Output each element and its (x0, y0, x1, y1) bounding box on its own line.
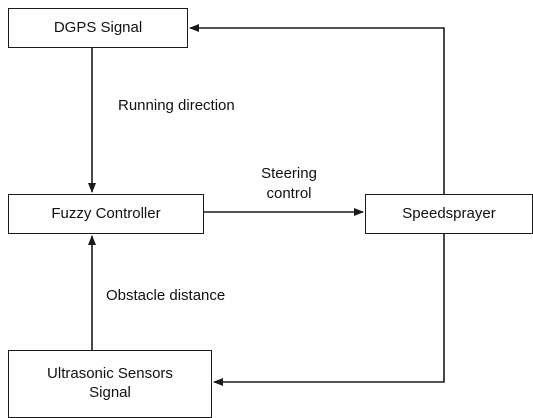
arrow-speedsprayer-to-dgps (189, 24, 445, 194)
ultrasonic-sensors-box: Ultrasonic Sensors Signal (8, 350, 212, 418)
dgps-signal-label: DGPS Signal (53, 18, 143, 36)
speedsprayer-label: Speedsprayer (402, 204, 496, 222)
running-direction-label: Running direction (118, 97, 235, 114)
fuzzy-controller-label: Fuzzy Controller (51, 204, 161, 222)
obstacle-distance-label: Obstacle distance (106, 287, 226, 304)
dgps-signal-box: DGPS Signal (8, 8, 188, 48)
steering-control-label: Steering control (234, 164, 344, 203)
speedsprayer-box: Speedsprayer (365, 194, 533, 234)
steering-label-line1: Steering (261, 165, 317, 182)
arrow-speedsprayer-to-ultrasonic (213, 234, 445, 386)
fuzzy-controller-box: Fuzzy Controller (8, 194, 204, 234)
ultrasonic-label-line2: Signal (89, 384, 131, 401)
ultrasonic-label-line1: Ultrasonic Sensors (47, 365, 173, 383)
steering-label-line2: control (266, 184, 312, 202)
